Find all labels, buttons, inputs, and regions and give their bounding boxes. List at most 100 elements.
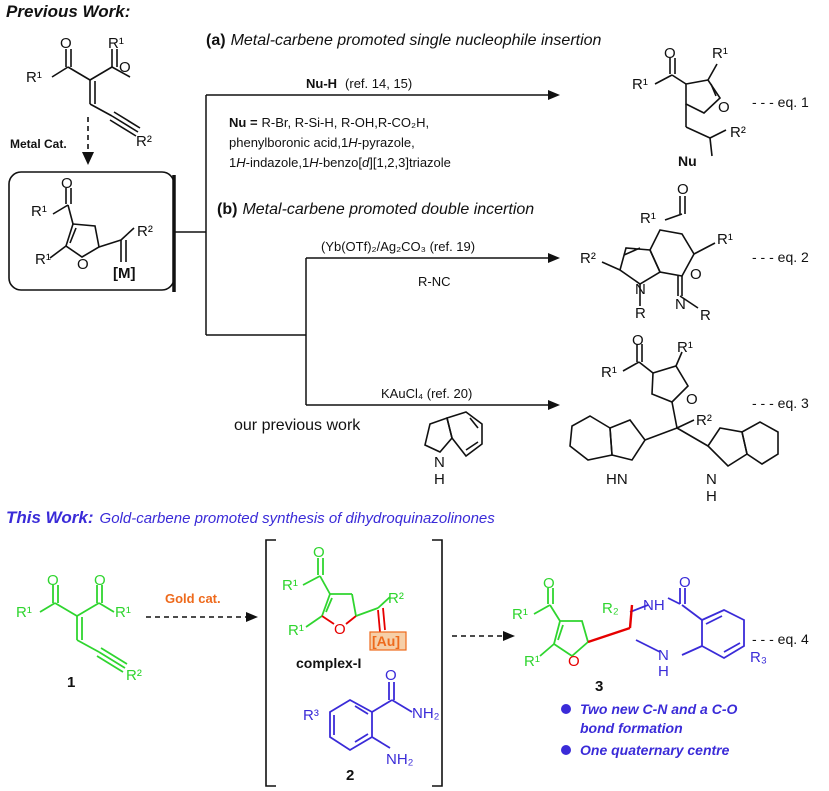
eq1-label: - - - eq. 1 <box>752 94 809 110</box>
eq2-label: - - - eq. 2 <box>752 249 809 265</box>
nu-h-reagent: Nu-H (ref. 14, 15) <box>306 76 412 91</box>
section-a-label: (a)Metal-carbene promoted single nucleop… <box>206 32 602 49</box>
atom-NH: NH <box>643 597 665 614</box>
compound-3-label: 3 <box>595 678 603 695</box>
rnc-reagent: R-NC <box>418 274 451 289</box>
compound-1-structure <box>39 585 128 673</box>
atom-N: N <box>658 647 669 664</box>
au-highlight <box>369 631 407 651</box>
nu-text: -indazole,1 <box>246 155 310 170</box>
atom-O: O <box>47 572 59 589</box>
atom-R1: R¹ <box>712 45 728 62</box>
atom-R: R <box>700 307 711 324</box>
section-a-title: Metal-carbene promoted single nucleophil… <box>231 32 602 49</box>
this-work-heading: This Work: <box>6 508 94 527</box>
compound-3-core <box>629 588 745 660</box>
previous-work-note: our previous work <box>234 417 361 434</box>
atom-O: O <box>313 544 325 561</box>
compound-2-structure <box>329 682 413 752</box>
arrow-head <box>246 612 258 622</box>
section-b-title: Metal-carbene promoted double incertion <box>242 201 534 218</box>
complex-i-label: complex-I <box>296 655 361 671</box>
atom-R1: R¹ <box>677 339 693 356</box>
nu-list-line1: Nu = R-Br, R-Si-H, R-OH,R-CO₂H, <box>229 115 429 130</box>
metal-carbene-furan <box>49 188 135 262</box>
atom-R1: R¹ <box>632 76 648 93</box>
atom-O: O <box>568 653 580 670</box>
atom-N: N <box>635 281 646 298</box>
bullet-dot <box>561 745 571 755</box>
atom-O: O <box>718 99 730 116</box>
atom-O: O <box>664 45 676 62</box>
gold-cat-label: Gold cat. <box>165 591 221 606</box>
atom-O: O <box>119 59 131 76</box>
atom-O: O <box>677 181 689 198</box>
kaucl4-reagent: KAuCl₄ (ref. 20) <box>381 386 472 401</box>
atom-R1: R¹ <box>524 653 540 670</box>
atom-H: H <box>706 488 717 505</box>
nu-list-text1: R-Br, R-Si-H, R-OH,R-CO₂H, <box>262 115 430 130</box>
atom-O: O <box>632 332 644 349</box>
nu-h-ref: (ref. 14, 15) <box>345 76 412 91</box>
section-b-letter: (b) <box>217 201 237 218</box>
bullet2-text: One quaternary centre <box>580 742 730 758</box>
atom-R3: R³ <box>303 707 319 724</box>
atom-Nu: Nu <box>678 153 697 169</box>
atom-O: O <box>60 35 72 52</box>
atom-O: O <box>94 572 106 589</box>
atom-R1: R¹ <box>35 251 51 268</box>
atom-R2: R² <box>126 667 142 684</box>
atom-R2: R² <box>696 412 712 429</box>
atom-O: O <box>334 621 346 638</box>
compound-1-label: 1 <box>67 674 75 691</box>
nu-list-line3: 1H-indazole,1H-benzo[d][1,2,3]triazole <box>229 155 451 170</box>
atom-O: O <box>77 256 89 273</box>
atom-R2: R₂ <box>602 600 619 617</box>
atom-N: N <box>675 296 686 313</box>
indole-reagent <box>424 411 483 458</box>
atom-R2: R² <box>580 250 596 267</box>
nu-text: H <box>348 135 358 150</box>
atom-R1: R¹ <box>31 203 47 220</box>
bullet-dot <box>561 704 571 714</box>
atom-R2: R² <box>730 124 746 141</box>
nu-eq-label: Nu = <box>229 115 258 130</box>
metal-cat-label: Metal Cat. <box>10 137 67 151</box>
bullet1-line2: bond formation <box>580 720 683 736</box>
arrow-head <box>548 90 560 100</box>
left-bracket <box>265 539 276 787</box>
nu-list-line2: phenylboronic acid,1H-pyrazole, <box>229 135 415 150</box>
section-b-label: (b) Metal-carbene promoted double incerti… <box>217 201 534 218</box>
atom-R1: R¹ <box>601 364 617 381</box>
right-bracket <box>432 539 443 787</box>
atom-R2: R² <box>136 133 152 150</box>
complex-i-carbene <box>355 596 391 617</box>
atom-NH: N <box>434 454 445 471</box>
atom-R1: R¹ <box>288 622 304 639</box>
nu-text: 1 <box>229 155 236 170</box>
atom-R2: R² <box>388 590 404 607</box>
atom-R3: R₃ <box>750 649 767 666</box>
atom-R1: R¹ <box>16 604 32 621</box>
nu-text: phenylboronic acid,1 <box>229 135 348 150</box>
bullet1-line1: Two new C-N and a C-O <box>580 701 737 717</box>
nu-text: ][1,2,3]triazole <box>369 155 451 170</box>
compound-3-new-bonds <box>587 604 634 644</box>
arrow-head <box>82 152 94 165</box>
carbene-bond <box>377 609 381 633</box>
nu-h-label: Nu-H <box>306 76 337 91</box>
atom-R1: R¹ <box>115 604 131 621</box>
atom-R1: R¹ <box>26 69 42 86</box>
this-work-subtitle: Gold-carbene promoted synthesis of dihyd… <box>100 510 496 527</box>
atom-H: H <box>434 471 445 488</box>
nu-text: H <box>236 155 246 170</box>
eq3-label: - - - eq. 3 <box>752 395 809 411</box>
complex-i-structure <box>302 558 357 628</box>
atom-NH2: NH₂ <box>412 705 440 722</box>
branch-lines <box>175 94 548 406</box>
complex-i-ring-o-bonds <box>321 615 357 625</box>
atom-NH2: NH₂ <box>386 751 414 768</box>
atom-R1: R¹ <box>282 577 298 594</box>
compound-2-label: 2 <box>346 767 354 784</box>
